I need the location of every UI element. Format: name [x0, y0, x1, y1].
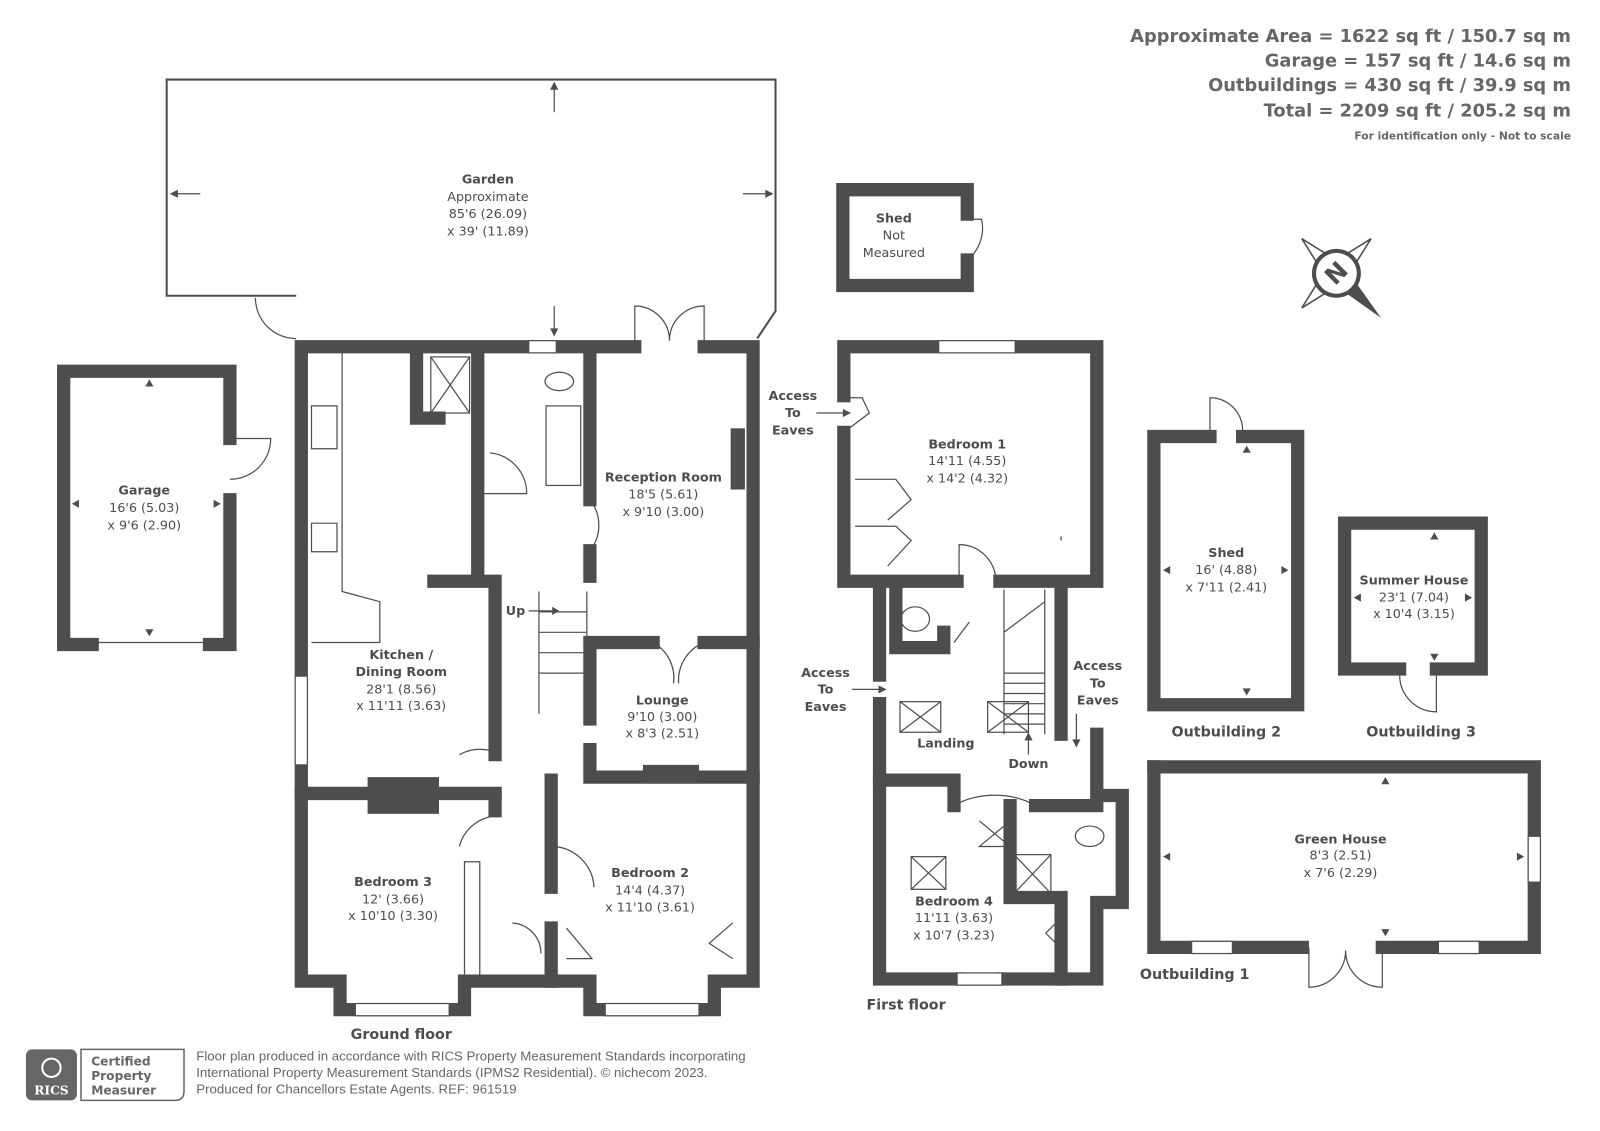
kitchen-dimension-2: x 11'11 (3.63)	[356, 699, 446, 714]
outbuildings-area: Outbuildings = 430 sq ft / 39.9 sq m	[1208, 75, 1571, 96]
reception-dimension-1: 18'5 (5.61)	[628, 488, 698, 503]
bedroom2-dimension-1: 14'4 (4.37)	[615, 883, 685, 898]
garage-name: Garage	[118, 484, 170, 499]
bedroom3-name: Bedroom 3	[354, 875, 432, 890]
eaves-label-3-line1: Access	[1073, 659, 1122, 674]
rics-logo-text: RICS	[34, 1083, 69, 1097]
ground-floor-label: Ground floor	[351, 1027, 452, 1043]
stairs-up-label: Up	[506, 604, 525, 619]
shed-not-measured: Shed Not Measured	[836, 183, 984, 293]
scale-note: For identification only - Not to scale	[1354, 130, 1571, 143]
garden-name: Garden	[462, 173, 514, 188]
shed-small-name: Shed	[876, 211, 912, 226]
bedroom1-dimension-2: x 14'2 (4.32)	[926, 471, 1008, 486]
footer-line1: Floor plan produced in accordance with R…	[196, 1049, 745, 1064]
outbuilding-1: Green House 8'3 (2.51) x 7'6 (2.29) Outb…	[1140, 760, 1542, 988]
bedroom4-dimension-2: x 10'7 (3.23)	[913, 928, 995, 943]
area-summary: Approximate Area = 1622 sq ft / 150.7 sq…	[1130, 26, 1571, 143]
first-floor: Access To Eaves Access To Eaves Access T…	[768, 340, 1129, 1014]
lounge-name: Lounge	[636, 694, 689, 709]
outbuilding3-label: Outbuilding 3	[1366, 724, 1476, 740]
reception-dimension-2: x 9'10 (3.00)	[622, 505, 704, 520]
outbuilding2-label: Outbuilding 2	[1171, 724, 1281, 740]
garden-dimension-1: 85'6 (26.09)	[449, 207, 527, 222]
garden: Garden Approximate 85'6 (26.09) x 39' (1…	[165, 78, 777, 340]
summer-house-dimension-1: 23'1 (7.04)	[1379, 591, 1449, 606]
summer-house-dimension-2: x 10'4 (3.15)	[1373, 607, 1455, 622]
footer-line2: International Property Measurement Stand…	[196, 1065, 707, 1080]
bedroom2-dimension-2: x 11'10 (3.61)	[605, 901, 695, 916]
rics-badge: RICS Certified Property Measurer	[25, 1048, 185, 1102]
kitchen-name-2: Dining Room	[355, 665, 447, 680]
compass-icon: N	[1301, 238, 1382, 319]
garden-dimension-2: x 39' (11.89)	[447, 225, 529, 240]
green-house-dimension-2: x 7'6 (2.29)	[1304, 866, 1378, 881]
badge-line3: Measurer	[91, 1083, 156, 1097]
kitchen-name-1: Kitchen /	[369, 648, 433, 663]
badge-line2: Property	[91, 1069, 151, 1083]
garage: Garage 16'6 (5.03) x 9'6 (2.90)	[57, 364, 272, 652]
eaves-label-2-line1: Access	[801, 666, 850, 681]
badge-line1: Certified	[91, 1055, 150, 1069]
garden-line1: Approximate	[447, 190, 529, 205]
summer-house-name: Summer House	[1360, 573, 1469, 588]
garage-area: Garage = 157 sq ft / 14.6 sq m	[1265, 50, 1571, 71]
landing-name: Landing	[917, 737, 974, 752]
eaves-label-3-line3: Eaves	[1077, 694, 1119, 709]
shed-small-line1: Not	[883, 229, 905, 244]
rics-lion-icon	[41, 1057, 62, 1078]
bedroom3-dimension-1: 12' (3.66)	[362, 893, 424, 908]
eaves-label-2-line2: To	[818, 682, 834, 697]
approximate-area: Approximate Area = 1622 sq ft / 150.7 sq…	[1130, 26, 1571, 47]
bedroom4-dimension-1: 11'11 (3.63)	[915, 911, 993, 926]
reception-room-name: Reception Room	[605, 470, 722, 485]
kitchen-dimension-1: 28'1 (8.56)	[366, 682, 436, 697]
bedroom3-dimension-2: x 10'10 (3.30)	[348, 909, 438, 924]
eaves-label-1-line1: Access	[768, 389, 817, 404]
outbuilding-2: Shed 16' (4.88) x 7'11 (2.41) Outbuildin…	[1147, 397, 1305, 740]
lounge-dimension-2: x 8'3 (2.51)	[626, 726, 700, 741]
bedroom1-name: Bedroom 1	[928, 438, 1006, 453]
shed-dimension-2: x 7'11 (2.41)	[1185, 581, 1267, 596]
shed-small-line2: Measured	[863, 246, 925, 261]
eaves-label-1-line3: Eaves	[772, 423, 814, 438]
lounge-dimension-1: 9'10 (3.00)	[627, 710, 697, 725]
eaves-label-3-line2: To	[1090, 676, 1106, 691]
first-floor-label: First floor	[866, 998, 945, 1014]
garage-dimension-1: 16'6 (5.03)	[109, 501, 179, 516]
shed-name: Shed	[1208, 546, 1244, 561]
stairs-down-label: Down	[1008, 757, 1048, 772]
outbuilding1-label: Outbuilding 1	[1140, 967, 1250, 983]
garage-dimension-2: x 9'6 (2.90)	[107, 518, 181, 533]
green-house-dimension-1: 8'3 (2.51)	[1309, 849, 1371, 864]
eaves-label-2-line3: Eaves	[805, 700, 847, 715]
bedroom1-dimension-1: 14'11 (4.55)	[928, 454, 1006, 469]
outbuilding-3: Summer House 23'1 (7.04) x 10'4 (3.15) O…	[1337, 516, 1488, 740]
bedroom4-name: Bedroom 4	[915, 895, 993, 910]
eaves-label-1-line2: To	[785, 406, 801, 421]
bedroom2-name: Bedroom 2	[611, 866, 689, 881]
footer-line3: Produced for Chancellors Estate Agents. …	[196, 1081, 516, 1096]
green-house-name: Green House	[1294, 832, 1387, 847]
ground-floor: Reception Room 18'5 (5.61) x 9'10 (3.00)…	[294, 305, 760, 1043]
total-area: Total = 2209 sq ft / 205.2 sq m	[1264, 100, 1571, 121]
shed-dimension-1: 16' (4.88)	[1195, 563, 1257, 578]
